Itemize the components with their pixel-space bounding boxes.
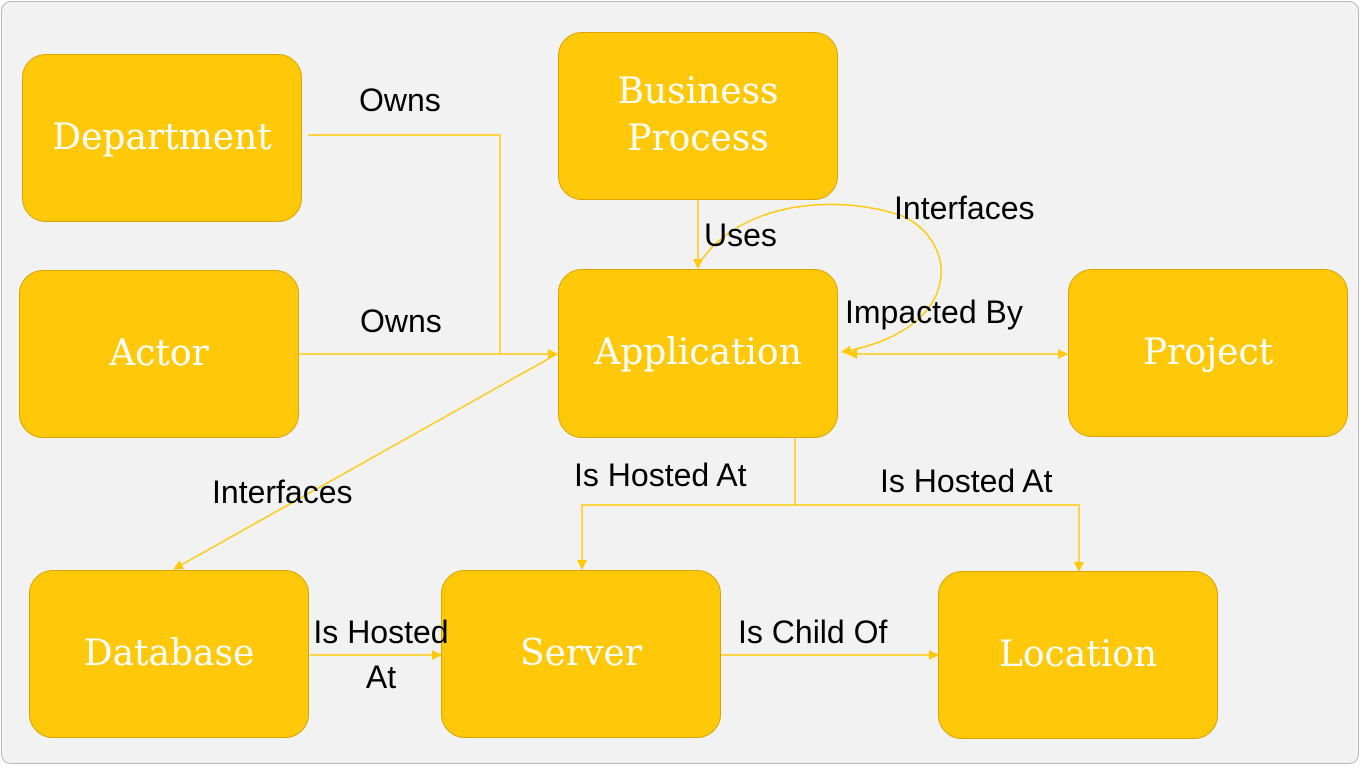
edge-department-owns <box>308 134 501 354</box>
node-actor[interactable]: Actor <box>19 270 299 438</box>
label-impacted-by: Impacted By <box>845 294 1023 330</box>
node-project-label: Project <box>1142 331 1274 373</box>
node-location-label: Location <box>998 633 1158 675</box>
node-actor-label: Actor <box>109 332 209 374</box>
label-actor-owns: Owns <box>360 303 442 339</box>
label-app-hosted-location: Is Hosted At <box>880 463 1053 499</box>
label-interfaces-db: Interfaces <box>212 474 353 510</box>
label-app-hosted-server: Is Hosted At <box>574 457 747 493</box>
node-server[interactable]: Server <box>441 570 721 738</box>
node-project[interactable]: Project <box>1068 269 1348 437</box>
label-db-hosted: Is Hosted At <box>313 614 449 695</box>
node-application[interactable]: Application <box>558 269 838 438</box>
node-location[interactable]: Location <box>938 571 1218 739</box>
edge-app-hosted-server <box>577 504 795 570</box>
edge-interfaces-db <box>173 353 558 570</box>
node-application-label: Application <box>594 332 802 374</box>
node-server-label: Server <box>519 632 643 674</box>
label-department-owns: Owns <box>359 82 441 118</box>
node-department-label: Department <box>52 116 272 158</box>
edge-interfaces-self <box>697 203 942 356</box>
node-business-process[interactable]: Business Process <box>558 32 838 200</box>
edge-app-hosted-location <box>795 504 1084 572</box>
node-database[interactable]: Database <box>29 570 309 738</box>
label-child-of: Is Child Of <box>738 614 888 650</box>
node-department[interactable]: Department <box>22 54 302 222</box>
node-database-label: Database <box>83 632 255 674</box>
node-business-process-label: Business Process <box>617 71 779 159</box>
label-uses: Uses <box>704 217 777 253</box>
label-interfaces-self: Interfaces <box>894 190 1035 226</box>
